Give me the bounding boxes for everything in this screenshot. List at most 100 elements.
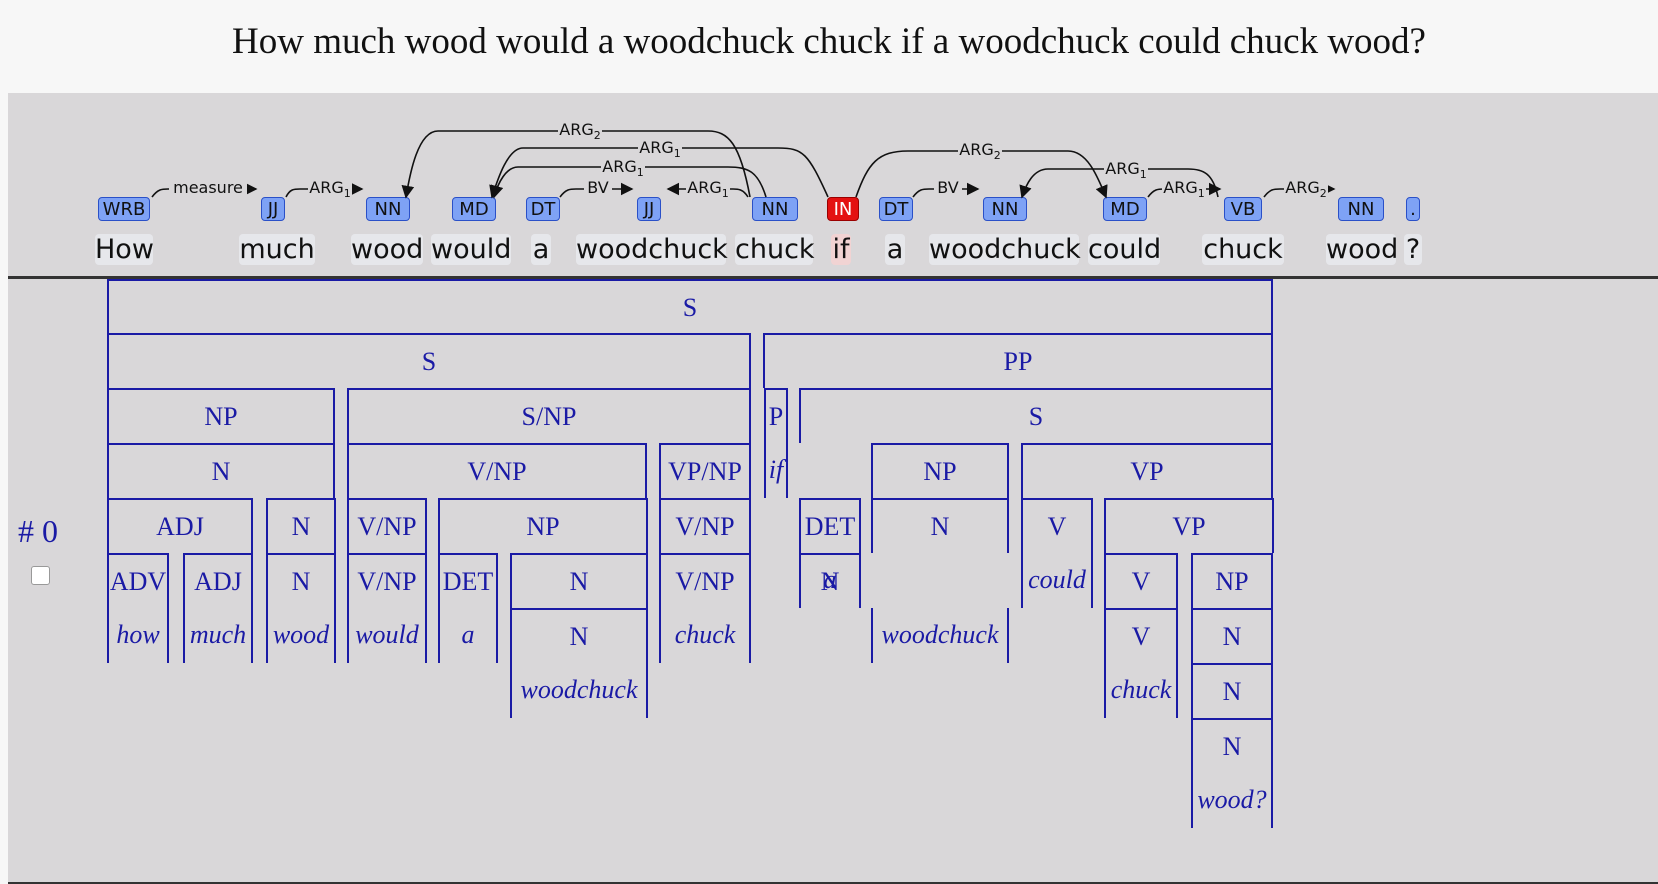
- tree-node: DET: [799, 498, 861, 553]
- token-word[interactable]: much: [239, 234, 315, 265]
- dependency-arc: [559, 182, 634, 198]
- pos-tag: WRB: [98, 197, 150, 221]
- pos-tag: JJ: [637, 197, 661, 221]
- separator-line: [8, 276, 1658, 279]
- dependency-arc: [1263, 182, 1336, 198]
- arc-label-bg: [1284, 178, 1328, 197]
- arc-label: ARG1: [1163, 178, 1204, 200]
- tree-leaf: if: [764, 443, 788, 498]
- pos-tag: .: [1406, 197, 1420, 221]
- arc-label: ARG1: [639, 138, 680, 160]
- arc-label: ARG1: [309, 178, 350, 200]
- tree-leaf: would: [347, 608, 427, 663]
- token-word[interactable]: if: [831, 234, 851, 265]
- arc-label-bg: [169, 178, 247, 197]
- tree-node: VP: [1104, 498, 1274, 553]
- tree-node: NP: [1191, 553, 1273, 608]
- arc-label-bg: [308, 178, 352, 197]
- token-word[interactable]: How: [95, 234, 154, 265]
- tree-leaf: a: [438, 608, 498, 663]
- token-word[interactable]: ?: [1404, 234, 1422, 265]
- dependency-arc: [666, 182, 749, 198]
- token-word[interactable]: would: [431, 234, 512, 265]
- token-word[interactable]: a: [531, 234, 551, 265]
- arc-label: BV: [937, 178, 958, 197]
- tree-node: V/NP: [659, 553, 751, 608]
- tree-node: V: [1104, 608, 1178, 663]
- arc-label: ARG2: [1285, 178, 1326, 200]
- tree-node: S: [107, 333, 751, 388]
- tree-node: P: [764, 388, 788, 443]
- tree-node: N: [1191, 718, 1273, 773]
- pos-tag: JJ: [261, 197, 285, 221]
- tree-node: VP: [1021, 443, 1273, 498]
- arc-label-bg: [638, 138, 682, 157]
- tree-leaf: wood?: [1191, 773, 1273, 828]
- arc-label: ARG1: [687, 178, 728, 200]
- dependency-arc: [151, 182, 258, 198]
- bottom-border: [8, 882, 1658, 884]
- pos-tag: VB: [1224, 197, 1262, 221]
- token-word[interactable]: chuck: [1202, 234, 1284, 265]
- token-word[interactable]: a: [885, 234, 905, 265]
- pos-tag: NN: [752, 197, 798, 221]
- arc-label: BV: [587, 178, 608, 197]
- tree-node: S: [799, 388, 1273, 443]
- tree-node: N: [510, 553, 648, 608]
- arc-label: ARG2: [959, 140, 1000, 162]
- pos-tag: MD: [1103, 197, 1147, 221]
- tree-node: NP: [438, 498, 648, 553]
- pos-tag: NN: [983, 197, 1027, 221]
- arc-label-bg: [584, 178, 612, 197]
- tree-node: N: [107, 443, 335, 498]
- tree-leaf: woodchuck: [871, 608, 1009, 663]
- tree-node: S: [107, 279, 1273, 334]
- arc-label: measure: [173, 178, 243, 197]
- arc-label: ARG1: [1105, 159, 1146, 181]
- dependency-arc: [855, 150, 1108, 199]
- parse-index: # 0: [18, 513, 58, 549]
- token-word[interactable]: woodchuck: [576, 234, 728, 265]
- pos-tag: MD: [452, 197, 496, 221]
- arc-label-bg: [601, 157, 645, 176]
- token-word[interactable]: chuck: [735, 234, 815, 265]
- dependency-arc: [285, 182, 364, 198]
- token-word[interactable]: woodchuck: [929, 234, 1081, 265]
- arc-label-bg: [934, 178, 962, 197]
- token-word[interactable]: wood: [351, 234, 424, 265]
- pos-tag: IN: [827, 197, 859, 221]
- tree-leaf: a: [799, 553, 861, 608]
- pos-tag: NN: [1338, 197, 1384, 221]
- tree-leaf: how: [107, 608, 169, 663]
- arc-label-bg: [1162, 178, 1206, 197]
- arc-label: ARG2: [559, 120, 600, 142]
- token-word[interactable]: wood: [1326, 234, 1399, 265]
- sentence-title: How much wood would a woodchuck chuck if…: [232, 21, 1426, 62]
- arc-label-bg: [958, 140, 1002, 159]
- pos-tag: DT: [879, 197, 913, 221]
- tree-leaf: could: [1021, 553, 1093, 608]
- tree-node: V/NP: [659, 498, 751, 553]
- tree-node: N: [871, 498, 1009, 553]
- tree-node: V/NP: [347, 443, 647, 498]
- tree-leaf: much: [183, 608, 253, 663]
- tree-node: S/NP: [347, 388, 751, 443]
- tree-node: N: [510, 608, 648, 663]
- tree-node: V/NP: [347, 498, 427, 553]
- tree-node: ADJ: [107, 498, 253, 553]
- tree-node: NP: [871, 443, 1009, 498]
- tree-node: ADJ: [183, 553, 253, 608]
- pos-tag: DT: [526, 197, 560, 221]
- tree-node: N: [1191, 608, 1273, 663]
- tree-leaf: chuck: [659, 608, 751, 663]
- tree-node: NP: [107, 388, 335, 443]
- parse-select-checkbox[interactable]: [31, 566, 50, 585]
- tree-node: V: [1104, 553, 1178, 608]
- tree-node: V: [1021, 498, 1093, 553]
- tree-node: DET: [438, 553, 498, 608]
- arc-label: ARG1: [602, 157, 643, 179]
- tree-node: N: [1191, 663, 1273, 718]
- token-word[interactable]: could: [1088, 234, 1162, 265]
